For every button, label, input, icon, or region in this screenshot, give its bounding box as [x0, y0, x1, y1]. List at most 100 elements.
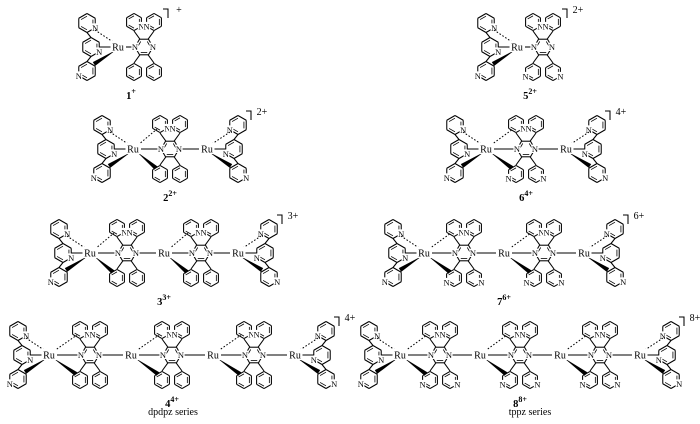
bond-line — [238, 373, 245, 378]
ru-mask — [496, 247, 512, 258]
nitrogen-atom: N — [544, 227, 550, 237]
ru-mask — [478, 143, 494, 154]
bond-line — [179, 164, 188, 171]
nitrogen-atom: N — [538, 227, 544, 237]
bond-line — [78, 61, 88, 67]
bond-line — [82, 37, 92, 43]
bond-line — [50, 219, 60, 225]
nitrogen-atom: N — [133, 248, 139, 258]
bond-line — [101, 115, 111, 121]
n-mask — [194, 227, 203, 237]
nitrogen-atom: N — [543, 21, 549, 31]
bond-line — [233, 134, 239, 140]
n-mask — [599, 253, 607, 262]
wedge-bond — [23, 358, 47, 374]
bond-line — [229, 177, 239, 183]
ru-mask — [552, 349, 568, 360]
compound-charge-superscript: 6+ — [502, 293, 511, 302]
n-mask — [445, 350, 453, 359]
bond-line — [94, 323, 101, 328]
n-mask — [95, 350, 103, 359]
n-mask — [513, 329, 522, 339]
bond-line — [256, 320, 265, 327]
bond-line — [362, 334, 370, 339]
nitrogen-atom: N — [248, 329, 254, 339]
bond-line — [80, 26, 88, 31]
bond-line — [366, 358, 374, 363]
bond-line — [256, 370, 265, 377]
bond-line — [508, 127, 517, 134]
bond-line — [128, 24, 135, 29]
bond-line — [532, 62, 541, 69]
bond-line — [231, 176, 239, 181]
nitrogen-atom: N — [514, 329, 520, 339]
bond-line — [86, 61, 96, 67]
bond-line — [610, 243, 620, 249]
wedge-bond — [64, 256, 88, 272]
bond-line — [58, 238, 64, 244]
bond-line — [466, 281, 475, 288]
bracket — [623, 214, 629, 224]
nitrogen-atom: N — [470, 248, 476, 258]
bond-line — [453, 260, 461, 270]
nitrogen-atom: N — [92, 23, 98, 33]
bond-line — [527, 15, 534, 20]
n-mask — [397, 229, 405, 238]
bond-line — [552, 12, 561, 19]
nitrogen-atom: N — [586, 125, 592, 135]
bond-line — [584, 373, 591, 378]
bond-line — [258, 323, 265, 328]
bond-line — [190, 218, 199, 225]
nitrogen-atom: N — [676, 379, 682, 389]
nitrogen-atom: N — [315, 331, 321, 341]
bond-line — [533, 268, 542, 275]
n-mask — [206, 248, 214, 257]
nitrogen-atom: N — [532, 248, 538, 258]
bond-line — [372, 345, 382, 351]
bond-line — [530, 117, 537, 122]
bond-line — [203, 268, 212, 275]
bond-line — [17, 321, 27, 327]
ruthenium-atom: Ru — [480, 145, 492, 156]
bond-line — [156, 332, 163, 337]
wedge-bond — [484, 358, 508, 376]
ruthenium-atom: Ru — [634, 351, 646, 362]
bond-line — [99, 320, 108, 327]
n-mask — [125, 227, 134, 237]
nitrogen-atom: N — [189, 248, 195, 258]
bond-line — [268, 219, 278, 225]
bond-line — [658, 345, 668, 351]
bond-line — [238, 332, 245, 337]
coord-bond — [94, 232, 115, 250]
bond-line — [532, 12, 541, 19]
bond-line — [553, 218, 562, 225]
bond-line — [86, 75, 96, 81]
nitrogen-atom: N — [76, 71, 82, 81]
bond-line — [174, 117, 181, 122]
bracket — [163, 8, 169, 18]
bond-line — [260, 281, 270, 287]
bond-line — [588, 115, 598, 121]
bond-line — [502, 333, 511, 340]
bond-line — [552, 25, 561, 32]
bond-line — [13, 359, 23, 365]
bond-line — [466, 268, 475, 275]
bond-line — [392, 281, 402, 287]
bond-line — [529, 370, 538, 377]
bond-line — [422, 320, 431, 327]
bond-line — [256, 383, 265, 390]
bond-line — [546, 30, 554, 40]
bond-line — [17, 364, 23, 370]
bond-line — [588, 177, 598, 183]
bond-line — [662, 383, 672, 389]
ruthenium-atom: Ru — [498, 249, 510, 260]
bond-line — [448, 230, 455, 235]
bond-line — [101, 177, 111, 183]
nitrogen-atom: N — [532, 144, 538, 154]
coord-bond — [508, 232, 532, 250]
bond-line — [443, 362, 451, 372]
bond-line — [161, 320, 170, 327]
ruthenium-atom: Ru — [511, 43, 523, 54]
bond-line — [546, 218, 555, 225]
wedge-bond — [428, 256, 452, 274]
